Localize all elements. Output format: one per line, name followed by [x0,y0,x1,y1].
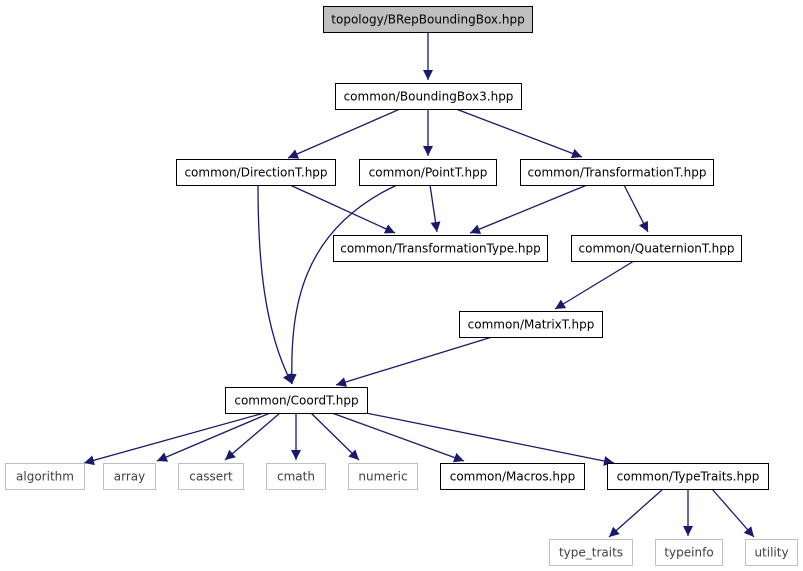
node-transtype[interactable]: common/TransformationType.hpp [333,235,548,262]
node-numeric: numeric [348,463,418,490]
node-box [266,463,326,490]
edge-matrix-to-coord [335,336,493,387]
node-label: array [114,470,145,484]
node-label: common/DirectionT.hpp [184,166,327,180]
node-transformation[interactable]: common/TransformationT.hpp [520,159,714,186]
node-cmath: cmath [266,463,326,490]
node-label: numeric [358,470,407,484]
edge-bbox3-to-direction [287,108,401,159]
node-utility: utility [745,539,798,566]
node-box [359,159,497,186]
node-label: common/BoundingBox3.hpp [344,90,514,104]
edge-quaternion-to-matrix [554,260,635,310]
node-label: utility [754,546,788,560]
node-box [745,539,798,566]
node-label: common/TypeTraits.hpp [617,470,760,484]
node-box [176,159,336,186]
node-box [607,463,769,490]
node-type-traits: type_traits [549,539,633,566]
edge-coord-to-macros [331,412,465,463]
edge-coord-to-array [156,412,271,462]
edge-direction-to-transtype [289,184,396,234]
node-box [225,387,368,414]
node-box [348,463,418,490]
node-label: common/Macros.hpp [450,470,576,484]
node-label: type_traits [559,546,623,560]
node-array: array [103,463,156,490]
node-box [549,539,633,566]
node-box [103,463,156,490]
node-label: topology/BRepBoundingBox.hpp [331,13,524,27]
node-typetraits[interactable]: common/TypeTraits.hpp [607,463,769,490]
node-label: cassert [189,470,233,484]
node-box [178,463,244,490]
node-matrix[interactable]: common/MatrixT.hpp [459,311,603,338]
edge-coord-to-numeric [310,412,360,461]
edge-coord-to-cassert [224,412,281,461]
edge-typetraits-to-type_traits [608,488,664,538]
edge-transformation-to-quaternion [623,184,649,233]
node-quaternion[interactable]: common/QuaternionT.hpp [571,235,742,262]
node-label: common/PointT.hpp [369,166,488,180]
node-algorithm: algorithm [5,463,85,490]
nodes-layer: topology/BRepBoundingBox.hpp common/Bound… [5,6,798,566]
node-box [440,463,585,490]
node-box [655,539,723,566]
node-label: common/MatrixT.hpp [468,318,595,332]
node-macros[interactable]: common/Macros.hpp [440,463,585,490]
node-typeinfo: typeinfo [655,539,723,566]
node-box [323,6,533,33]
edges-layer [83,32,755,538]
node-direction[interactable]: common/DirectionT.hpp [176,159,336,186]
node-box [333,235,548,262]
node-box [459,311,603,338]
node-label: common/TransformationT.hpp [528,166,707,180]
node-label: common/TransformationType.hpp [340,242,541,256]
edge-direction-to-coord [257,184,293,385]
node-cassert: cassert [178,463,244,490]
node-label: algorithm [16,470,74,484]
edge-coord-to-algorithm [83,412,265,466]
edge-transformation-to-transtype [469,184,588,234]
node-box [520,159,714,186]
node-bbox3[interactable]: common/BoundingBox3.hpp [335,83,522,110]
node-label: typeinfo [664,546,713,560]
node-label: common/CoordT.hpp [234,394,358,408]
node-box [571,235,742,262]
node-box [335,83,522,110]
node-label: cmath [277,470,315,484]
node-point[interactable]: common/PointT.hpp [359,159,497,186]
node-brep[interactable]: topology/BRepBoundingBox.hpp [323,6,533,33]
node-coord[interactable]: common/CoordT.hpp [225,387,368,414]
edge-point-to-coord [286,184,398,385]
node-label: common/QuaternionT.hpp [579,242,735,256]
edge-point-to-transtype [429,184,441,233]
edge-coord-to-typetraits [365,412,615,466]
edge-typetraits-to-utility [711,488,755,538]
edge-bbox3-to-transformation [455,108,583,159]
node-box [5,463,85,490]
